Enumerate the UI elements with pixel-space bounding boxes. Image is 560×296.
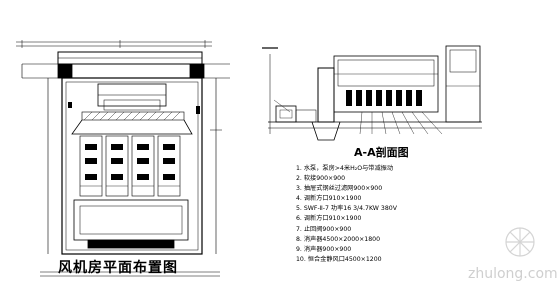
notes-list: 1. 水泵，泵房>4米H₂O与带减振动 2. 软接900×900 3. 抽屉式钢… <box>296 164 397 265</box>
note-item: 1. 水泵，泵房>4米H₂O与带减振动 <box>296 165 394 172</box>
note-item: 5. SWF-Ⅱ-7 功率16 3/4.7KW 380V <box>296 205 397 213</box>
section-title: A-A剖面图 <box>354 146 409 159</box>
note-item: 4. 调新方口910×1900 <box>296 195 362 203</box>
note-item: 3. 抽屉式钢丝过滤网900×900 <box>296 185 383 193</box>
note-item: 6. 调新方口910×1900 <box>296 215 362 223</box>
watermark-logo-icon <box>505 227 535 257</box>
note-item: 8. 消声器4500×2000×1800 <box>296 235 381 243</box>
note-item: 2. 软接900×900 <box>296 175 346 183</box>
section-view <box>262 45 482 141</box>
plan-view <box>16 40 230 277</box>
plan-title: 风机房平面布置图 <box>58 260 178 276</box>
note-item: 9. 消声器900×900 <box>296 245 352 253</box>
watermark-text: zhulong.com <box>468 266 558 282</box>
note-item: 7. 止回阀900×900 <box>296 225 352 233</box>
note-item: 10. 恒合金静风口4500×1200 <box>296 255 382 263</box>
